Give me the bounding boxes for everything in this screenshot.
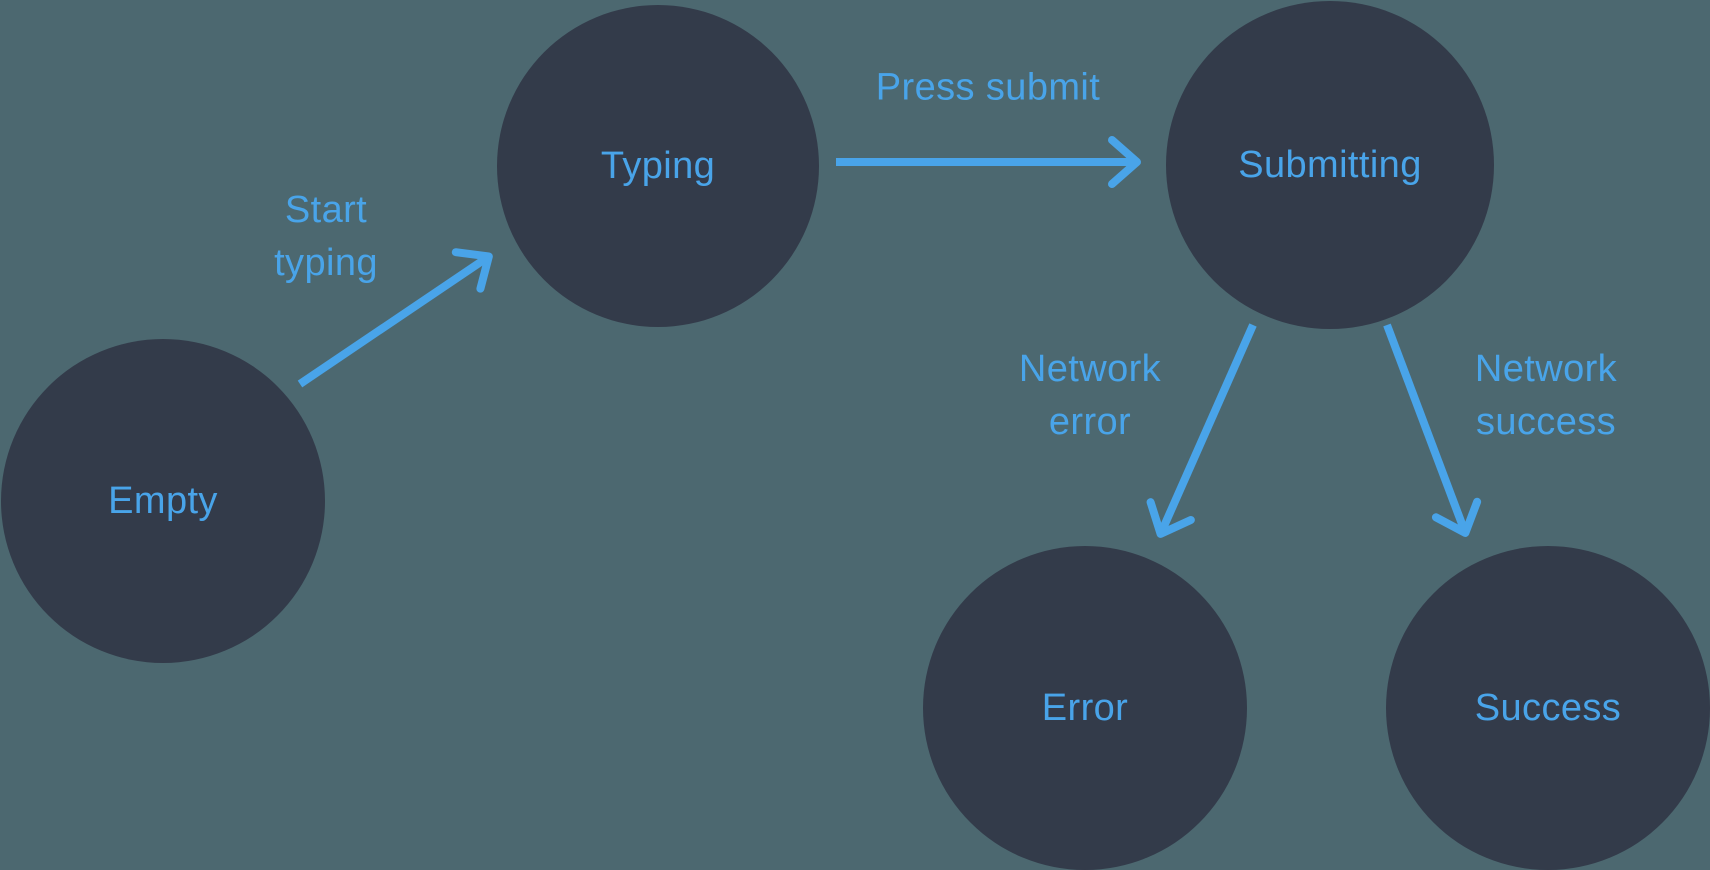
transition-label-press-submit: Press submit (876, 62, 1100, 115)
transition-label-network-error: Network error (1019, 343, 1161, 449)
state-node-success: Success (1386, 546, 1710, 870)
transition-label-line: Press submit (875, 66, 1101, 109)
transition-label-line: typing (274, 242, 378, 284)
state-label-typing: Typing (600, 144, 716, 187)
state-node-typing: Typing (497, 5, 819, 327)
transition-label-start-typing: Start typing (274, 184, 378, 290)
state-node-submitting: Submitting (1166, 1, 1494, 329)
transition-label-line: Start (284, 189, 368, 231)
state-label-submitting: Submitting (1238, 143, 1422, 186)
transition-label-line: error (1048, 401, 1132, 443)
state-label-error: Error (1041, 686, 1129, 729)
arrow-start-typing (297, 248, 493, 388)
arrow-network-error (1146, 323, 1257, 538)
state-node-error: Error (923, 546, 1247, 870)
transition-label-network-success: Network success (1475, 343, 1617, 449)
state-label-success: Success (1474, 686, 1622, 729)
state-label-empty: Empty (108, 479, 218, 522)
transition-label-line: success (1475, 401, 1617, 443)
transition-label-line: Network (1474, 348, 1618, 390)
state-node-empty: Empty (1, 339, 325, 663)
transition-label-line: Network (1018, 348, 1162, 390)
arrow-network-success (1383, 323, 1482, 537)
